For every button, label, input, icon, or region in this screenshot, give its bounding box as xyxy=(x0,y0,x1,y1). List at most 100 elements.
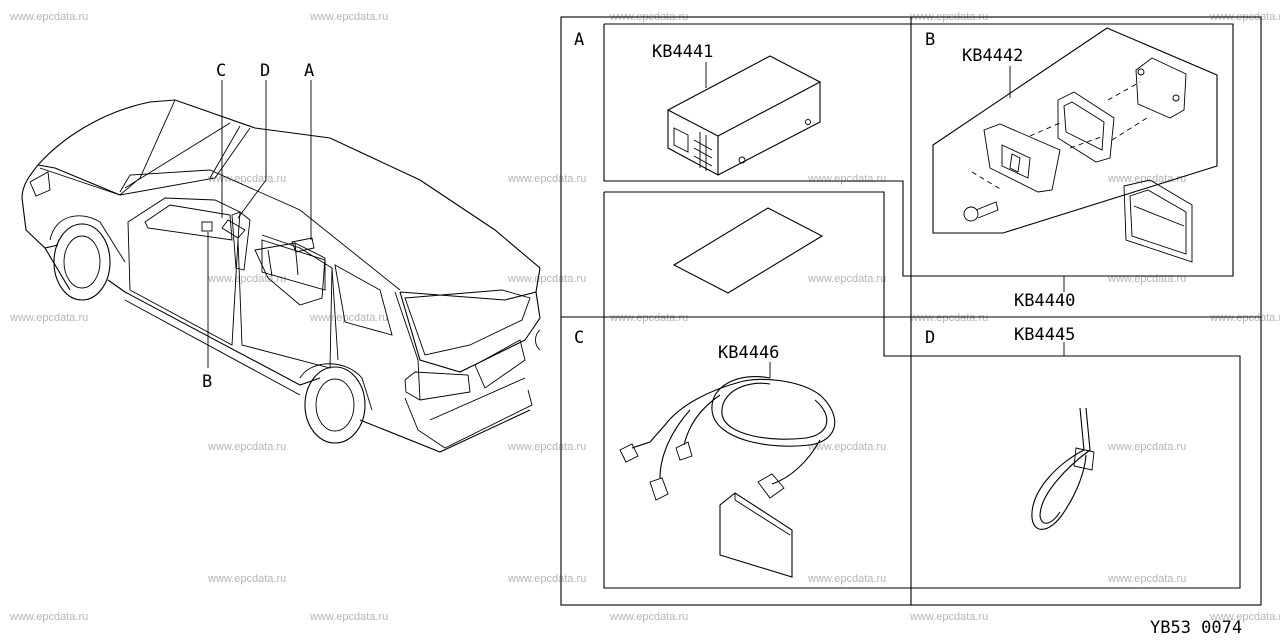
rear-window xyxy=(261,239,326,291)
callout-c-label: C xyxy=(216,61,226,81)
switch-body xyxy=(983,123,1061,193)
harness-connector xyxy=(757,473,785,499)
harness-loop-inner xyxy=(721,382,828,440)
watermark: www.epcdata.ru xyxy=(1209,611,1280,623)
vehicle-hood xyxy=(21,164,121,249)
vehicle-seat-back xyxy=(267,242,299,277)
rear-body-edge xyxy=(535,329,541,351)
vehicle-roof xyxy=(37,99,541,301)
cable-tie-head xyxy=(1073,447,1095,471)
mounting-screw-head xyxy=(963,206,979,222)
callout-d-label: D xyxy=(260,61,270,81)
control-unit-screw xyxy=(738,156,746,164)
panel-a-letter: A xyxy=(574,30,584,50)
control-unit-vents xyxy=(693,132,713,171)
panel-a: A KB4441 xyxy=(574,30,822,176)
switch-bracket xyxy=(1135,57,1187,119)
front-wheel-rim xyxy=(63,235,101,289)
watermark: www.epcdata.ru xyxy=(1107,441,1186,453)
part-number-kb4442: KB4442 xyxy=(962,46,1023,66)
quarter-window xyxy=(334,264,393,336)
vehicle-headlight xyxy=(29,171,51,197)
harness-branch xyxy=(771,439,821,485)
drawing-code: YB53 0074 xyxy=(1150,618,1242,638)
watermark: www.epcdata.ru xyxy=(9,11,88,23)
vehicle-roof-rail xyxy=(119,169,401,291)
panel-d: D KB4445 xyxy=(925,325,1095,530)
part-number-kb4440: KB4440 xyxy=(1014,291,1075,311)
instruction-sheet-part xyxy=(672,207,824,294)
watermark: www.epcdata.ru xyxy=(9,312,88,324)
harness-branch xyxy=(659,409,691,479)
vehicle-callouts: C D A B xyxy=(202,61,314,392)
tail-light-left xyxy=(404,371,471,401)
marker-c-location xyxy=(221,219,246,239)
watermark: www.epcdata.ru xyxy=(807,441,886,453)
watermark: www.epcdata.ru xyxy=(1107,573,1186,585)
harness-connector xyxy=(675,441,693,461)
accessory-kit-outline xyxy=(603,191,1241,589)
watermark: www.epcdata.ru xyxy=(807,173,886,185)
tailgate xyxy=(399,291,541,373)
rear-glass xyxy=(404,289,531,356)
panel-c: C KB4446 xyxy=(574,328,836,578)
switch-face xyxy=(1001,144,1031,179)
marker-a-location xyxy=(291,237,315,253)
control-unit-front xyxy=(667,110,719,176)
watermark: www.epcdata.ru xyxy=(609,611,688,623)
bracket-hole xyxy=(1172,94,1180,102)
watermark: www.epcdata.ru xyxy=(807,573,886,585)
watermark: www.epcdata.ru xyxy=(609,312,688,324)
vehicle-illustration xyxy=(21,99,541,453)
cable-tie-band xyxy=(1031,407,1087,530)
switch-bezel xyxy=(1057,91,1115,163)
watermark: www.epcdata.ru xyxy=(909,611,988,623)
mounting-screw-shank xyxy=(975,201,999,219)
panel-c-letter: C xyxy=(574,328,584,348)
watermark: www.epcdata.ru xyxy=(207,273,286,285)
cable-tie-part xyxy=(1031,407,1095,530)
bracket-hole xyxy=(1137,68,1145,76)
watermark: www.epcdata.ru xyxy=(207,173,286,185)
part-number-kb4441: KB4441 xyxy=(652,42,713,62)
adhesive-pad-part xyxy=(719,492,793,578)
front-window xyxy=(144,204,233,241)
watermark: www.epcdata.ru xyxy=(309,11,388,23)
label-card-inner xyxy=(1129,189,1187,255)
harness-branch xyxy=(631,381,741,449)
tail-light-right xyxy=(474,339,526,389)
adhesive-pad-edge xyxy=(734,493,791,536)
part-number-kb4445: KB4445 xyxy=(1014,325,1075,345)
watermark: www.epcdata.ru xyxy=(909,312,988,324)
marker-b-location xyxy=(201,221,213,232)
watermark: www.epcdata.ru xyxy=(507,441,586,453)
control-unit-part xyxy=(666,55,822,176)
vehicle-windshield xyxy=(39,99,251,196)
harness-branch xyxy=(683,394,721,446)
watermark: www.epcdata.ru xyxy=(507,173,586,185)
harness-connector xyxy=(649,477,669,501)
watermark: www.epcdata.ru xyxy=(807,273,886,285)
panel-b: B KB4442 xyxy=(925,27,1218,263)
vehicle-sill xyxy=(124,299,301,396)
control-unit-side xyxy=(717,82,821,176)
rear-wheel-rim xyxy=(315,378,355,432)
assembly-guide-lines xyxy=(971,81,1151,191)
harness-connector xyxy=(619,443,639,463)
control-unit-connector xyxy=(673,127,689,153)
watermark: www.epcdata.ru xyxy=(507,273,586,285)
callout-b-label: B xyxy=(202,372,212,392)
control-unit-top xyxy=(666,55,822,137)
watermark: www.epcdata.ru xyxy=(507,573,586,585)
vehicle-body-side xyxy=(44,247,531,453)
watermark: www.epcdata.ru xyxy=(9,611,88,623)
switch-button xyxy=(1009,153,1021,173)
c-pillar xyxy=(331,267,421,401)
rear-fender xyxy=(299,363,373,411)
rear-wheel xyxy=(304,366,366,444)
rear-bumper-line xyxy=(429,377,526,421)
switch-bezel-inner xyxy=(1063,101,1105,151)
assembly-kit-outline xyxy=(603,23,1234,277)
